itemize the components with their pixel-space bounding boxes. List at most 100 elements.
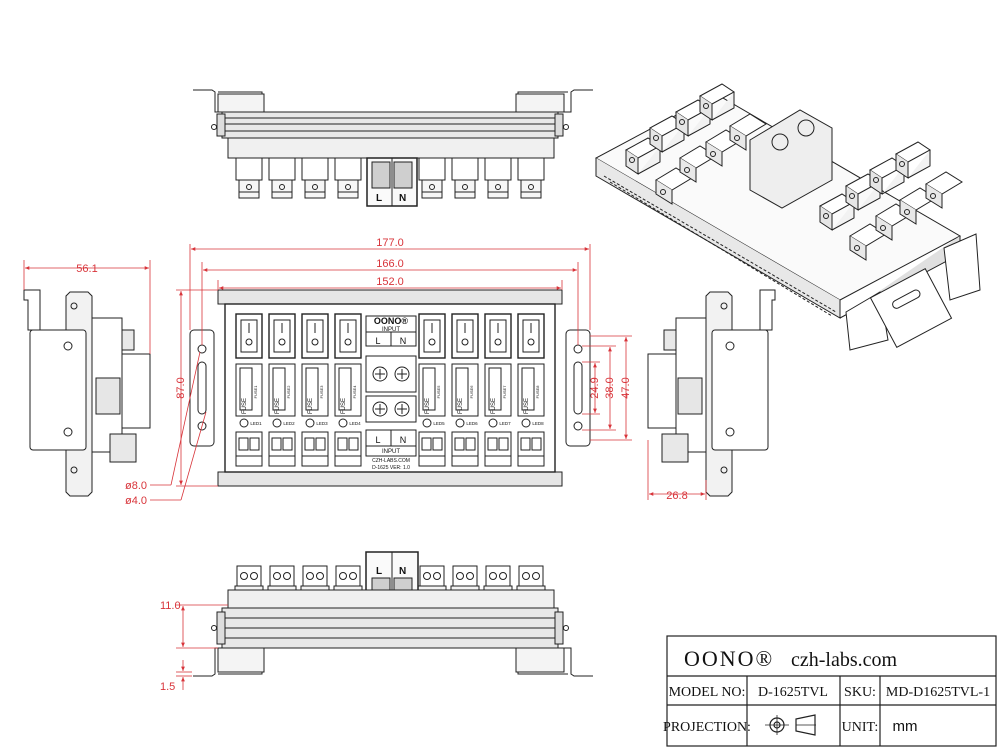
top-terminal-6 <box>451 157 479 199</box>
front-terminal-l-top: L <box>375 336 380 346</box>
dim-overall-width: 177.0 <box>376 237 404 249</box>
fuse-tag: FUSE6 <box>469 385 474 399</box>
isometric-modules <box>625 83 963 261</box>
sku-label: SKU: <box>844 685 876 700</box>
fuse-tag: FUSE3 <box>319 385 324 399</box>
isometric-view <box>594 93 981 351</box>
front-terminal-l-bottom: L <box>375 435 380 445</box>
bottom-view <box>193 551 593 677</box>
top-terminal-n-label: N <box>399 193 406 204</box>
fuse-tag: FUSE2 <box>286 385 291 399</box>
led-indicator <box>338 418 348 428</box>
led-tag: LED2 <box>283 421 295 426</box>
led-tag: LED8 <box>532 421 544 426</box>
fuse-tag: FUSE5 <box>436 385 441 399</box>
led-tag: LED1 <box>250 421 262 426</box>
dim-side-offset: 26.8 <box>666 490 687 502</box>
input-label-top: INPUT <box>382 327 400 333</box>
channel-3 <box>301 313 329 467</box>
dim-spacing-small: 24.9 <box>589 377 601 398</box>
top-terminal-1 <box>235 157 263 199</box>
channel-5 <box>418 313 446 467</box>
fuse-tag: FUSE4 <box>352 385 357 399</box>
input-label-bottom: INPUT <box>382 449 400 455</box>
top-view <box>193 89 593 207</box>
rocker-off-mark <box>494 338 502 346</box>
fuse-label: FUSE <box>308 398 314 414</box>
model-no-value: D-1625TVL <box>758 685 828 700</box>
rocker-off-mark <box>278 338 286 346</box>
board-brand: OONO® <box>374 316 409 326</box>
rocker-off-mark <box>428 338 436 346</box>
led-indicator <box>422 418 432 428</box>
dim-spacing-large: 47.0 <box>620 377 632 398</box>
led-indicator <box>239 418 249 428</box>
model-no-label: MODEL NO: <box>669 685 746 700</box>
front-terminal-n-bottom: N <box>400 435 407 445</box>
right-side-view <box>647 289 776 497</box>
unit-value: mm <box>893 718 918 735</box>
fuse-tag: FUSE1 <box>253 385 258 399</box>
channel-4 <box>334 313 362 467</box>
led-tag: LED5 <box>433 421 445 426</box>
fuse-label: FUSE <box>242 398 248 414</box>
front-terminal-n-top: N <box>400 336 407 346</box>
top-terminal-7 <box>484 157 512 199</box>
led-indicator <box>272 418 282 428</box>
fuse-tag: FUSE8 <box>535 385 540 399</box>
dim-bottom-thickness: 1.5 <box>160 681 175 693</box>
dim-hole-small: ø4.0 <box>125 495 147 507</box>
led-indicator <box>455 418 465 428</box>
bottom-terminal-l-label: L <box>376 566 382 577</box>
front-view <box>189 289 591 487</box>
top-terminal-8 <box>517 157 545 199</box>
rocker-off-mark <box>461 338 469 346</box>
rocker-off-mark <box>527 338 535 346</box>
channel-7 <box>484 313 512 467</box>
led-indicator <box>521 418 531 428</box>
dim-rail-width: 166.0 <box>376 258 404 270</box>
top-terminal-5 <box>418 157 446 199</box>
led-tag: LED4 <box>349 421 361 426</box>
dim-height: 87.0 <box>175 377 187 398</box>
board-website: CZH-LABS.COM <box>372 458 410 464</box>
iso-channel-3 <box>675 99 743 167</box>
fuse-label: FUSE <box>458 398 464 414</box>
sku-value: MD-D1625TVL-1 <box>886 685 990 700</box>
led-indicator <box>305 418 315 428</box>
fuse-tag: FUSE7 <box>502 385 507 399</box>
dim-board-width: 152.0 <box>376 276 404 288</box>
bottom-terminal-n-label: N <box>399 566 406 577</box>
dim-hole-large: ø8.0 <box>125 480 147 492</box>
top-terminal-4 <box>334 157 362 199</box>
projection-label: PROJECTION: <box>663 720 751 735</box>
fuse-label: FUSE <box>524 398 530 414</box>
left-side-view <box>23 289 151 497</box>
iso-channel-8 <box>895 141 963 209</box>
dim-spacing-mid: 38.0 <box>604 377 616 398</box>
title-block <box>666 635 997 747</box>
rocker-off-mark <box>344 338 352 346</box>
dim-bottom-height: 11.0 <box>160 600 181 612</box>
top-terminal-2 <box>268 157 296 199</box>
unit-label: UNIT: <box>842 720 879 735</box>
channel-8 <box>517 313 545 467</box>
rocker-off-mark <box>311 338 319 346</box>
title-brand: OONO® <box>684 646 774 671</box>
fuse-label: FUSE <box>341 398 347 414</box>
channel-6 <box>451 313 479 467</box>
board-model-ver: D-1625 VER: 1.0 <box>372 465 410 471</box>
led-indicator <box>488 418 498 428</box>
channel-1 <box>235 313 263 467</box>
fuse-label: FUSE <box>491 398 497 414</box>
led-tag: LED7 <box>499 421 511 426</box>
led-tag: LED3 <box>316 421 328 426</box>
title-website: czh-labs.com <box>791 649 898 671</box>
top-terminal-l-label: L <box>376 193 382 204</box>
channel-2 <box>268 313 296 467</box>
rocker-off-mark <box>245 338 253 346</box>
dim-side-depth: 56.1 <box>76 263 97 275</box>
iso-channel-4 <box>699 83 767 151</box>
led-tag: LED6 <box>466 421 478 426</box>
